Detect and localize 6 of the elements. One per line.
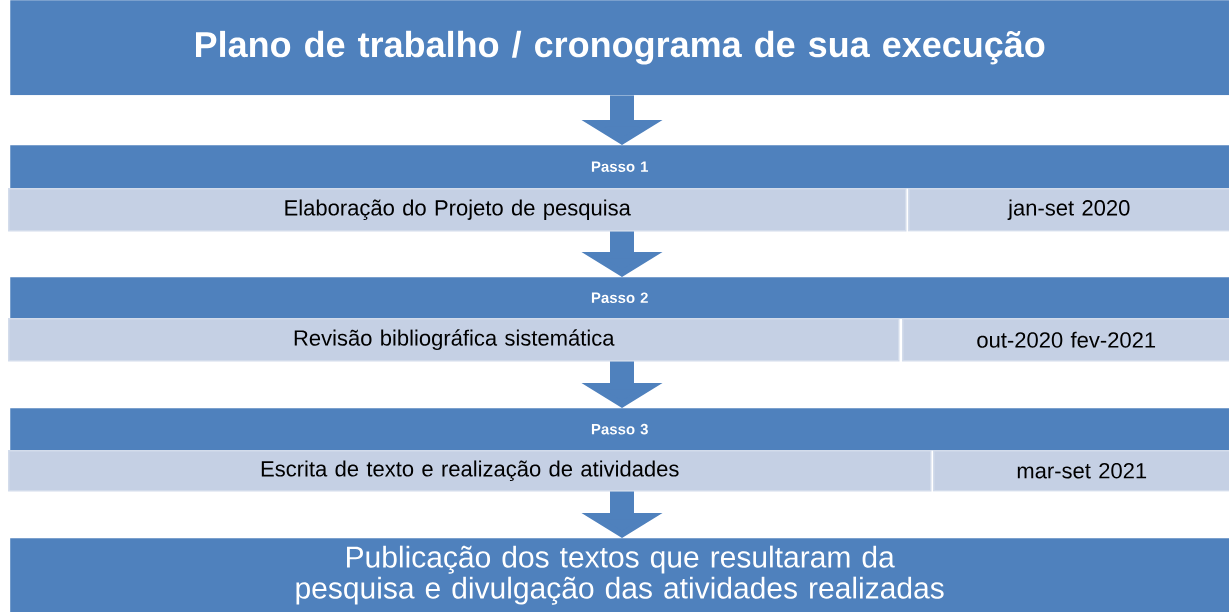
task-cell: Revisão bibliográfica sistemática: [8, 318, 900, 362]
title-band: Plano de trabalho / cronograma de sua execução: [10, 0, 1229, 96]
task-cell: jan-set 2020: [908, 188, 1229, 232]
task-cell: mar-set 2021: [933, 450, 1229, 492]
task-cell: out-2020 fev-2021: [902, 318, 1229, 362]
result-band: Publicação dos textos que resultaram da pesquisa e divulgação das atividades realizadas: [10, 538, 1229, 612]
